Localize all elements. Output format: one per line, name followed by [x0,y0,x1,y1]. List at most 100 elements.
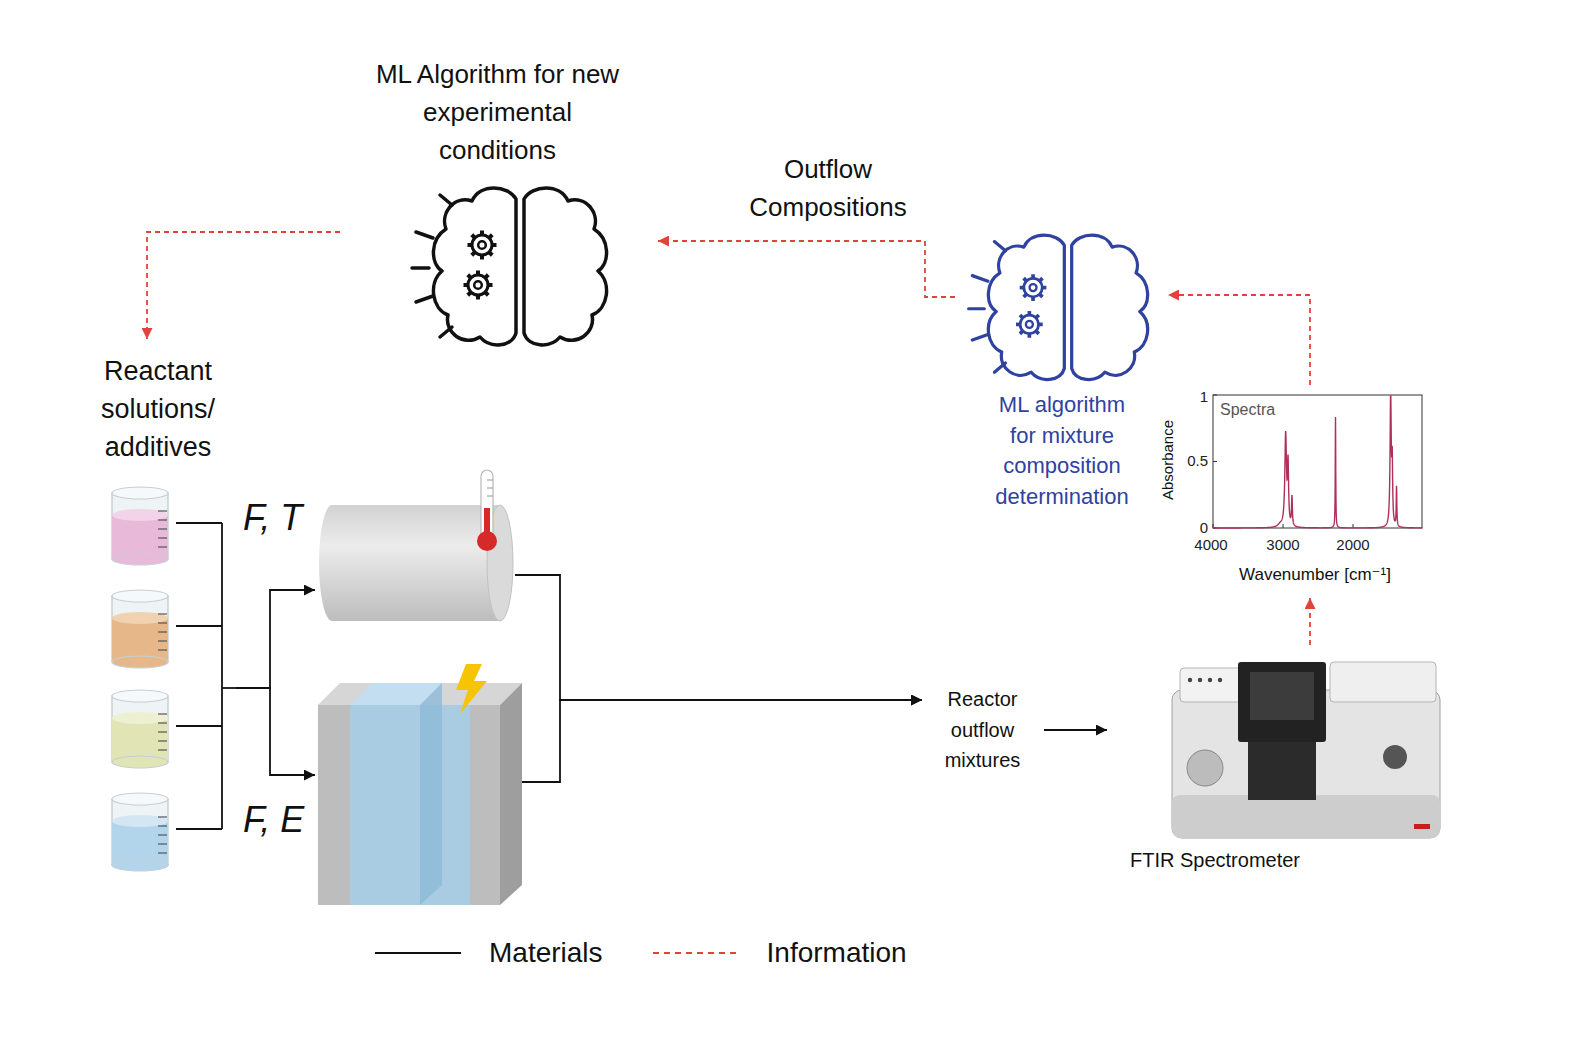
beaker-tick [158,843,167,844]
beaker-bottom [112,756,168,768]
node-text: Spectra [1220,401,1300,419]
gear-hub [478,241,486,249]
spectrum-line [1213,396,1422,528]
gear-rim [1020,315,1038,333]
gear-hub [1030,284,1037,291]
beaker-tick [158,519,167,520]
information-arrow [1168,295,1310,385]
information-arrow [1309,598,1311,645]
plot-frame [1213,395,1422,528]
spectrum-chart: SpectraAbsorbanceWavenumber [cm⁻¹] [1155,385,1430,595]
beaker-bottom [112,859,168,871]
beaker-tick [158,749,167,750]
feed-line [176,625,222,627]
brain-ray [972,276,988,282]
feed-line [176,828,222,830]
beaker-glass [112,696,168,762]
beaker [112,487,222,565]
text-slot: Wavenumber [cm⁻¹] [1225,565,1405,585]
box-side [500,683,522,905]
tick-slot: 4000 [1186,537,1236,553]
node-text: F, T [243,498,313,538]
electrolyte-panel [350,705,470,905]
axis-tick-label: 0 [1168,520,1208,536]
beaker-tick [158,649,167,650]
axis-tick [1213,395,1217,396]
brain-ray [994,242,1005,251]
box-front [318,705,500,905]
indicator-light [1188,678,1192,682]
brain-ray [416,232,433,238]
beaker-rim [112,793,168,805]
brain-lobe [433,188,516,345]
compartment-front [1248,742,1316,800]
brain-ray [440,195,452,205]
beaker-tick [158,510,167,511]
beaker-rim [112,590,168,602]
beaker-glass [112,493,168,559]
compartment-lid [1250,672,1314,720]
beaker-tick [158,731,167,732]
legend-text: Information [767,936,907,970]
brain-lobe [1072,235,1148,379]
thermal-reactor-drawing [319,470,513,621]
liquid-surface [112,612,168,624]
legend-line [375,952,461,954]
node-text: Reactor outflow mixtures [925,684,1040,776]
beaker-glass [112,799,168,865]
legend-item: Information [653,936,907,970]
tick-slot: 0.5 [1168,453,1208,469]
indicator-light [1208,678,1212,682]
beaker-tick [158,528,167,529]
beaker-tick [158,537,167,538]
text-slot: FTIR Spectrometer [1115,848,1315,872]
feed-line [176,522,222,524]
brain-ray [440,327,452,337]
node-text: ML Algorithm for new experimental condit… [375,55,620,169]
thermometer-bulb [477,531,497,551]
beaker-tick [158,740,167,741]
beaker-tick [158,816,167,817]
feed-line [222,687,236,689]
material-arrow [236,688,315,775]
spectrum-plot [1213,395,1422,528]
gear-icon [1016,311,1043,338]
node-text: Reactant solutions/ additives [88,352,228,466]
electrolyte-top [350,683,442,705]
mixture-node: Reactor outflow mixtures [925,683,1044,780]
text-slot: F, E [243,800,313,840]
axis-tick-label: 4000 [1186,537,1236,553]
algorithm-node: ML algorithm for mixture composition det… [955,230,1165,516]
text-slot: ML Algorithm for new experimental condit… [375,55,620,169]
node-text: F, E [243,800,313,840]
spectrometer-drawing [1172,662,1440,838]
axis-tick-label: 1 [1168,389,1208,405]
feed-manifold [221,523,223,829]
material-arrow [522,700,922,782]
gear-rim [468,275,488,295]
text-slot: Absorbance [1159,410,1177,510]
gear-hub [1026,321,1033,328]
beaker-tick [158,622,167,623]
beaker-tick [158,631,167,632]
beaker-tick [158,825,167,826]
legend: MaterialsInformation [375,936,907,970]
material-arrow [236,590,315,688]
thermometer-tick [487,480,493,481]
beaker-tick [158,852,167,853]
indicator-light [1198,678,1202,682]
algorithm-node: ML Algorithm for new experimental condit… [340,52,655,350]
reactant-group: Reactant solutions/ additives [80,342,236,870]
node-text: FTIR Spectrometer [1115,848,1315,872]
beaker-tick [158,713,167,714]
edge-label: Outflow Compositions [738,150,918,226]
text-slot: Reactant solutions/ additives [88,352,228,466]
brain-ray [969,307,985,310]
text-slot: ML algorithm for mixture composition det… [987,390,1137,512]
beaker-tick [158,722,167,723]
axis-tick [1283,524,1284,528]
brain-ray [972,335,988,341]
beaker-tick [158,613,167,614]
axis-tick-label: 2000 [1328,537,1378,553]
